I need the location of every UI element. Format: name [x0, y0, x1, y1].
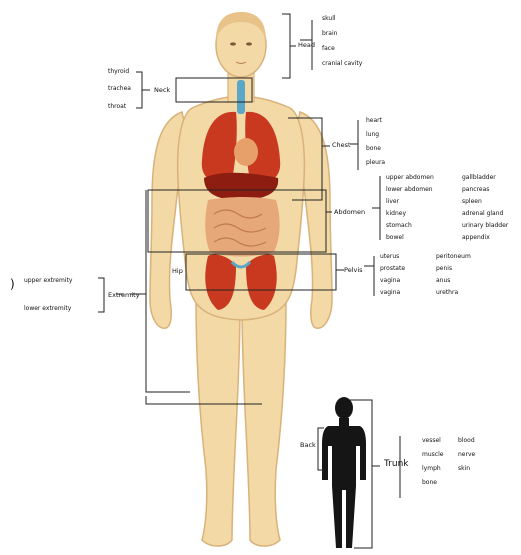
pelvis-item: penis [436, 266, 452, 272]
trachea-shape [237, 80, 245, 114]
eye-right [246, 42, 252, 45]
heart-shape [234, 138, 258, 166]
extremity-label: Extremity [108, 292, 140, 299]
trunk-label: Trunk [384, 460, 409, 469]
abdomen-item: lower abdomen [386, 187, 433, 193]
abdomen-item: appendix [462, 235, 490, 241]
abdomen-item: bowel [386, 235, 404, 241]
back-label: Back [300, 442, 316, 449]
chest-item: bone [366, 146, 381, 152]
trunk-item: bone [422, 480, 437, 486]
abdomen-item: stomach [386, 223, 412, 229]
neck-item: thyroid [108, 69, 129, 75]
abdomen-label: Abdomen [334, 209, 365, 216]
right-leg [242, 300, 286, 546]
abdomen-item: pancreas [462, 187, 489, 193]
chest-item: lung [366, 132, 379, 138]
pelvis-item: anus [436, 278, 450, 284]
neck-label: Neck [154, 87, 170, 94]
pelvis-label: Pelvis [344, 267, 363, 274]
pelvis-item: vagina [380, 290, 400, 296]
trunk-item: muscle [422, 452, 443, 458]
trunk-item: vessel [422, 438, 441, 444]
head-label: Head [298, 42, 315, 49]
extremity-item: upper extremity [24, 278, 72, 284]
extremity-item: lower extremity [24, 306, 71, 312]
main-figure [150, 12, 332, 546]
head-item: cranial cavity [322, 61, 362, 67]
trunk-item: lymph [422, 466, 441, 472]
chest-item: pleura [366, 160, 385, 166]
abdomen-item: gallbladder [462, 175, 496, 181]
head-item: face [322, 46, 335, 52]
abdomen-item: adrenal gland [462, 211, 503, 217]
abdomen-item: urinary bladder [462, 223, 508, 229]
trunk-item: skin [458, 466, 470, 472]
neck-item: throat [108, 104, 126, 110]
head-item: skull [322, 16, 336, 22]
hip-label: Hip [172, 268, 183, 275]
abdomen-item: liver [386, 199, 399, 205]
abdomen-item: spleen [462, 199, 482, 205]
pelvis-item: prostate [380, 266, 405, 272]
silhouette-brackets [318, 400, 400, 548]
pelvis-item: vagina [380, 278, 400, 284]
trunk-item: blood [458, 438, 475, 444]
eye-left [230, 42, 236, 45]
pelvis-item: peritoneum [436, 254, 471, 260]
head-item: brain [322, 31, 337, 37]
silhouette-figure [322, 397, 366, 548]
abdomen-item: upper abdomen [386, 175, 434, 181]
neck-item: trachea [108, 86, 131, 92]
bracket-glyph: ) [10, 278, 15, 290]
left-leg [196, 300, 240, 546]
trunk-item: nerve [458, 452, 475, 458]
chest-label: Chest [332, 142, 351, 149]
pelvis-item: uterus [380, 254, 399, 260]
pelvis-item: urethra [436, 290, 458, 296]
abdomen-item: kidney [386, 211, 406, 217]
chest-item: heart [366, 118, 382, 124]
